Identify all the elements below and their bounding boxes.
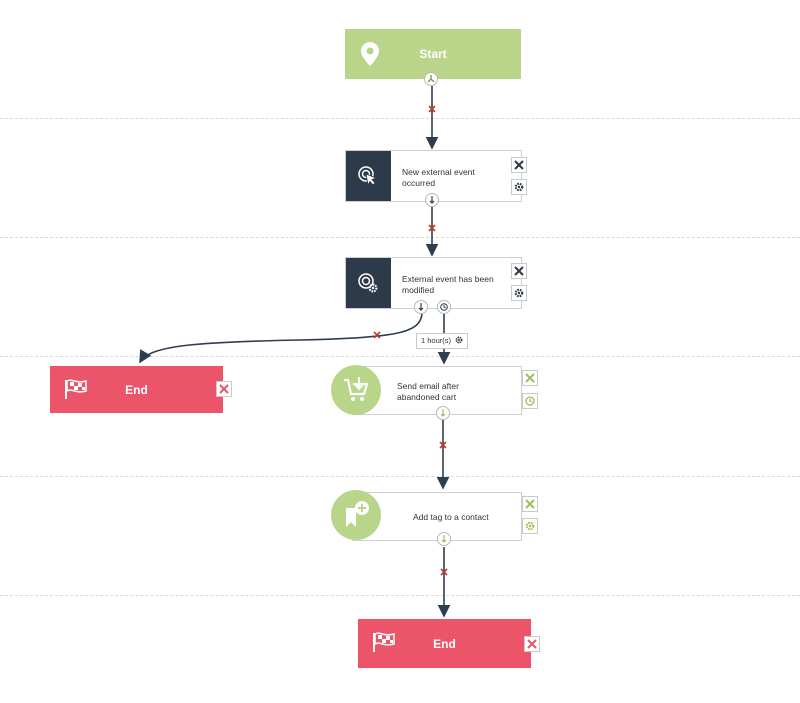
close-icon [525, 499, 535, 509]
node-output-port-no[interactable] [414, 300, 428, 314]
delete-node-button[interactable] [522, 370, 538, 386]
gear-icon [514, 288, 524, 298]
checkered-flag-icon [373, 632, 395, 652]
cart-download-icon [344, 377, 369, 401]
remove-connection-icon [440, 568, 448, 576]
node-label: New external event occurred [402, 167, 475, 188]
node-settings-button[interactable] [511, 179, 527, 195]
gear-icon [455, 336, 463, 344]
remove-connection-icon [428, 105, 436, 113]
end-node[interactable]: End [358, 619, 531, 668]
end-label: End [433, 637, 456, 651]
delete-node-button[interactable] [522, 496, 538, 512]
clock-icon [525, 396, 535, 406]
arrow-down-icon [441, 535, 447, 543]
close-icon [525, 373, 535, 383]
node-icon-circle [331, 490, 381, 540]
node-output-port[interactable] [425, 193, 439, 207]
row-separator [0, 356, 800, 357]
delay-label: 1 hour(s) [421, 336, 452, 345]
connector-node2-to-end-left [139, 313, 423, 364]
node-label: Send email after abandoned cart [397, 381, 459, 402]
close-icon [514, 160, 524, 170]
node-icon-tile [346, 151, 391, 201]
row-separator [0, 595, 800, 596]
node-output-port[interactable] [437, 532, 451, 546]
row-separator [0, 118, 800, 119]
node-icon-circle [331, 365, 381, 415]
node-output-port-timer[interactable] [437, 300, 451, 314]
bookmark-plus-icon [346, 501, 369, 527]
delete-node-button[interactable] [511, 263, 527, 279]
close-icon [514, 266, 524, 276]
remove-connection-icon [373, 331, 381, 339]
start-node[interactable]: Start [345, 29, 521, 79]
close-icon [527, 639, 537, 649]
branch-icon [427, 75, 435, 83]
gear-icon [514, 182, 524, 192]
delete-node-button[interactable] [216, 381, 232, 397]
end-node[interactable]: End [50, 366, 223, 413]
node-settings-button[interactable] [511, 285, 527, 301]
delete-node-button[interactable] [511, 157, 527, 173]
close-icon [219, 384, 229, 394]
cursor-click-icon [358, 166, 378, 187]
checkered-flag-icon [65, 379, 87, 399]
map-pin-icon [361, 42, 379, 66]
gear-icon [525, 521, 535, 531]
node-settings-button[interactable] [522, 518, 538, 534]
delete-node-button[interactable] [524, 636, 540, 652]
node-timer-button[interactable] [522, 393, 538, 409]
start-output-port[interactable] [424, 72, 438, 86]
row-separator [0, 237, 800, 238]
node-output-port[interactable] [436, 406, 450, 420]
node-label: External event has been modified [402, 274, 494, 295]
cursor-gear-icon [358, 273, 378, 293]
start-label: Start [419, 47, 447, 61]
end-label: End [125, 383, 148, 397]
arrow-down-icon [418, 303, 424, 311]
remove-connection-icon [439, 441, 447, 449]
node-label: Add tag to a contact [413, 512, 489, 522]
node-icon-tile [346, 258, 391, 308]
node-external-event-modified[interactable]: External event has been modified [345, 257, 522, 309]
row-separator [0, 476, 800, 477]
delay-badge[interactable]: 1 hour(s) [416, 333, 469, 349]
clock-icon [440, 303, 448, 311]
arrow-down-icon [429, 196, 435, 204]
arrow-down-icon [440, 409, 446, 417]
remove-connection-icon [428, 224, 436, 232]
